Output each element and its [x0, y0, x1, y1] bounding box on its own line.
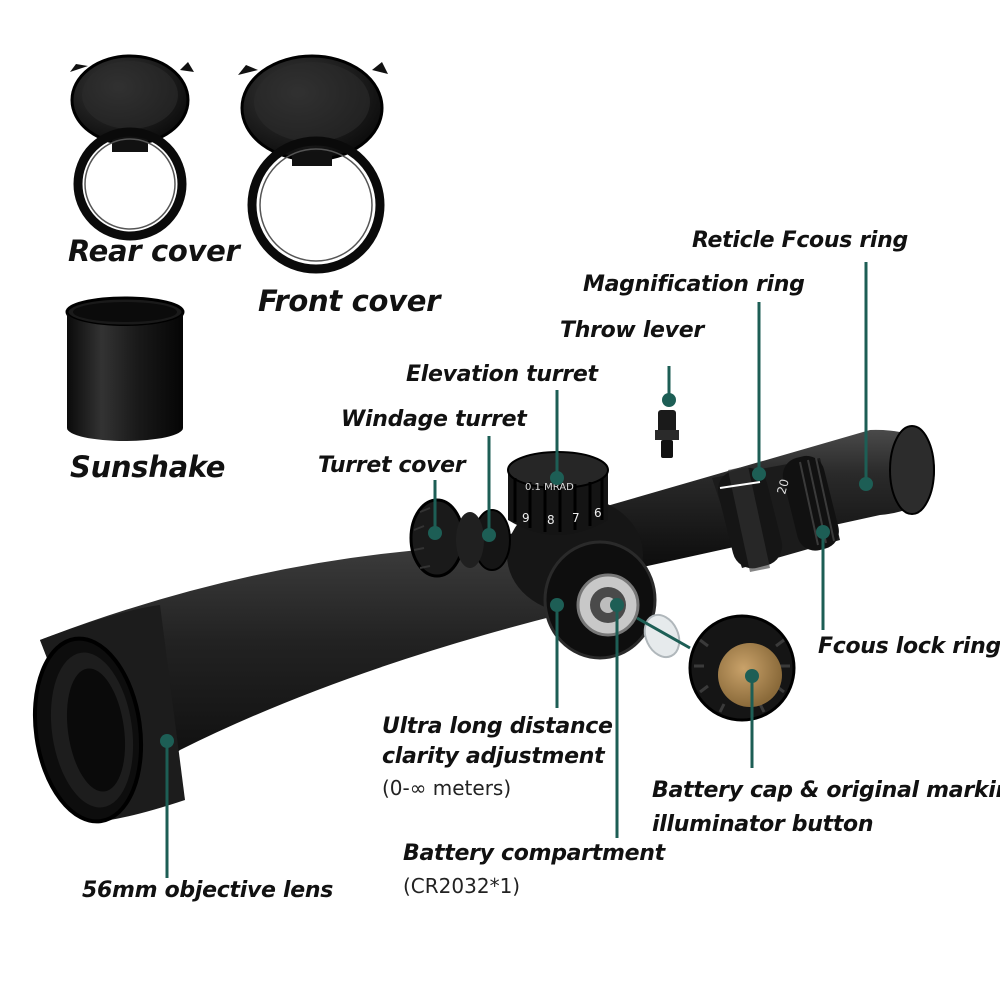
elevation-number: 7	[572, 511, 580, 525]
front-cover-label: Front cover	[258, 284, 441, 318]
windage-turret-label: Windage turret	[341, 407, 527, 432]
objective-lens-label: 56mm objective lens	[82, 878, 333, 903]
elevation-unit-mark: 0.1 MRAD	[525, 482, 574, 493]
magnification-ring-label: Magnification ring	[583, 272, 805, 297]
clarity-adjustment-label-line2: clarity adjustment	[382, 744, 605, 769]
scope-body: 20 0.1 MRAD 9 8 7 6	[32, 410, 935, 824]
battery-cap-label-line1: Battery cap & original markings	[652, 778, 1000, 803]
elevation-number: 6	[594, 506, 602, 520]
clarity-range-label: (0-∞ meters)	[382, 776, 512, 800]
elevation-number: 9	[522, 511, 530, 525]
battery-compartment-label: Battery compartment	[403, 841, 665, 866]
magnification-mark: 20	[774, 477, 791, 495]
callout-dots	[160, 393, 873, 748]
battery-cap-label-line2: illuminator button	[652, 812, 874, 837]
front-cover-illustration	[238, 54, 388, 274]
sunshade-label: Sunshake	[70, 450, 226, 484]
callout-lines	[165, 262, 868, 878]
throw-lever-label: Throw lever	[560, 318, 704, 343]
rear-cover-illustration	[70, 54, 194, 241]
sunshade-illustration	[65, 296, 185, 441]
focus-lock-ring-label: Fcous lock ring	[818, 634, 1000, 659]
elevation-number: 8	[547, 513, 555, 527]
reticle-focus-ring-label: Reticle Fcous ring	[692, 228, 908, 253]
rear-cover-label: Rear cover	[68, 234, 240, 268]
battery-spec-label: (CR2032*1)	[403, 874, 521, 898]
elevation-turret-label: Elevation turret	[406, 362, 598, 387]
clarity-adjustment-label-line1: Ultra long distance	[382, 714, 613, 739]
turret-cover-label: Turret cover	[318, 453, 466, 478]
